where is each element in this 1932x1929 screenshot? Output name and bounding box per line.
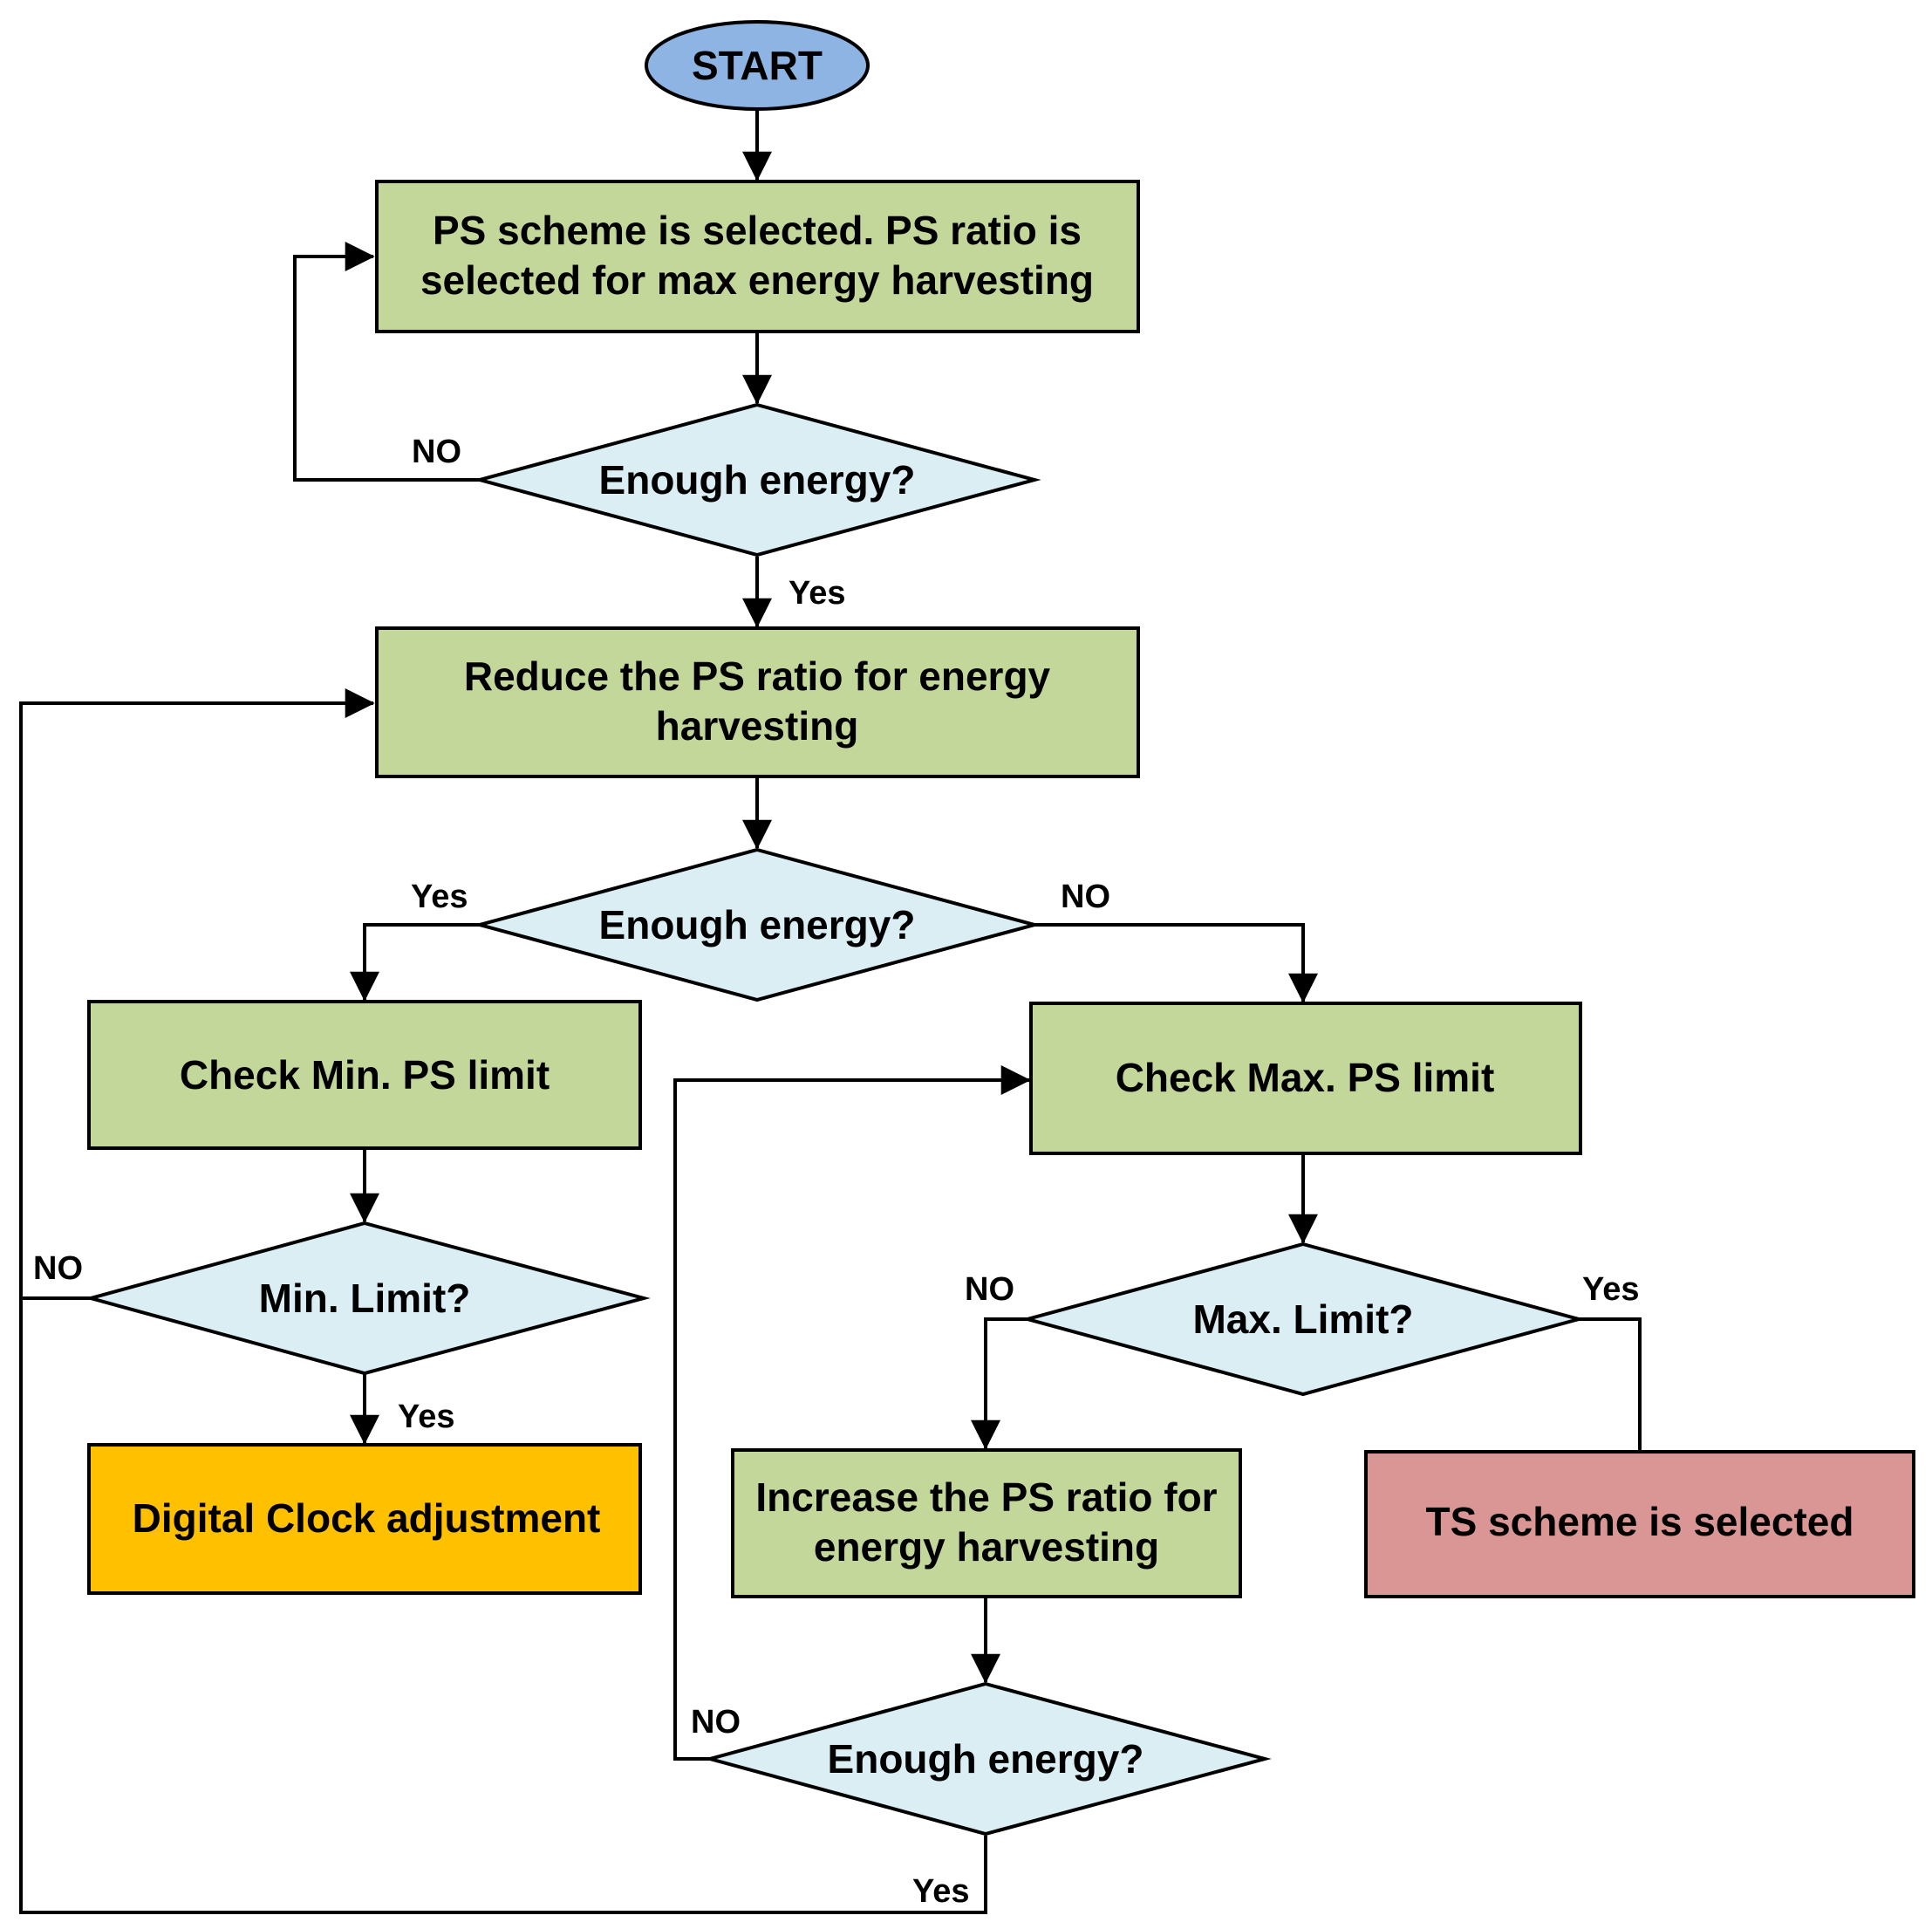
ps-selected-box: PS scheme is selected. PS ratio is selec… (375, 180, 1140, 333)
start-terminal-shape (645, 20, 870, 111)
digital-clock-box: Digital Clock adjustment (87, 1443, 642, 1595)
label-d1-yes: Yes (789, 575, 846, 612)
check-min-box: Check Min. PS limit (87, 1000, 642, 1150)
edge-decision3-no-loop (673, 1065, 1031, 1761)
edge-decision1-no-loop (293, 242, 480, 482)
min-limit-label: Min. Limit? (259, 1276, 471, 1321)
start-node: START (645, 20, 870, 111)
edge-decision3-yes-loop (19, 1298, 987, 1914)
decision-min-limit: Min. Limit? (84, 1221, 651, 1376)
ps-selected-line-1: PS scheme is selected. PS ratio is (433, 208, 1082, 253)
decision-1-label: Enough energy? (599, 457, 916, 503)
label-d3-yes: Yes (912, 1873, 970, 1910)
label-d2-no: NO (1061, 879, 1110, 915)
increase-ps-line-2: energy harvesting (814, 1524, 1159, 1570)
ts-selected-label: TS scheme is selected (1426, 1499, 1854, 1544)
label-max-no: NO (965, 1271, 1014, 1308)
label-d3-no: NO (691, 1704, 741, 1741)
digital-clock-label: Digital Clock adjustment (133, 1495, 601, 1541)
check-max-label: Check Max. PS limit (1116, 1055, 1495, 1100)
label-min-yes: Yes (398, 1399, 455, 1435)
reduce-ps-line-1: Reduce the PS ratio for energy (464, 653, 1051, 699)
decision-enough-energy-1: Enough energy? (473, 402, 1041, 557)
ts-selected-box: TS scheme is selected (1364, 1450, 1915, 1598)
label-max-yes: Yes (1582, 1271, 1640, 1308)
reduce-ps-line-2: harvesting (656, 703, 859, 749)
connectors (19, 110, 1642, 1914)
edge-decision2-no (1034, 923, 1318, 1003)
edge-max-yes (1579, 1317, 1642, 1450)
decision-enough-energy-3: Enough energy? (703, 1681, 1272, 1837)
label-min-no: NO (33, 1250, 83, 1287)
ps-selected-line-2: selected for max energy harvesting (420, 257, 1094, 303)
decision-3-label: Enough energy? (828, 1736, 1144, 1782)
label-d2-yes: Yes (411, 879, 468, 915)
edge-decision2-yes (350, 923, 480, 1002)
reduce-ps-box: Reduce the PS ratio for energy harvestin… (375, 626, 1140, 778)
start-label: START (692, 43, 823, 88)
edge-max-no (971, 1317, 1027, 1450)
label-d1-no: NO (412, 434, 461, 470)
edge-labels: NO Yes Yes NO NO Yes NO Yes NO Yes (33, 434, 1640, 1910)
decision-2-label: Enough energy? (599, 902, 916, 947)
edge-min-no-loop (19, 688, 375, 1300)
decision-enough-energy-2: Enough energy? (473, 847, 1041, 1002)
increase-ps-box: Increase the PS ratio for energy harvest… (731, 1448, 1242, 1598)
check-max-box: Check Max. PS limit (1029, 1002, 1582, 1155)
check-min-label: Check Min. PS limit (180, 1052, 550, 1098)
max-limit-label: Max. Limit? (1192, 1296, 1413, 1342)
increase-ps-line-1: Increase the PS ratio for (755, 1474, 1217, 1520)
decision-max-limit: Max. Limit? (1021, 1242, 1586, 1397)
